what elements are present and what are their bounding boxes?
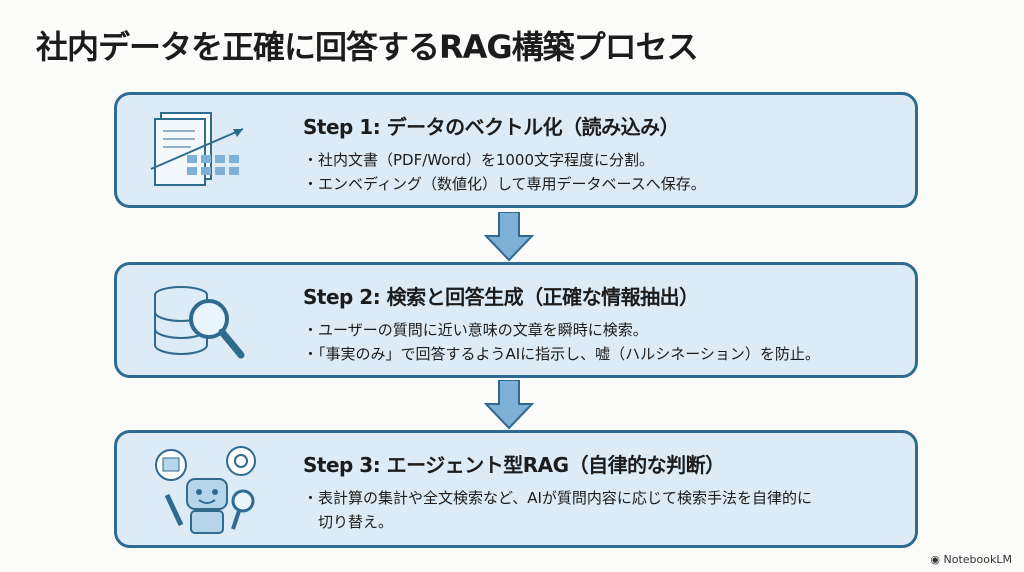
bullet: ・ユーザーの質問に近い意味の文章を瞬時に検索。: [303, 321, 648, 339]
robot-agent-icon: [155, 446, 256, 534]
notebooklm-logo-icon: ◉: [930, 553, 944, 566]
notebooklm-brand: ◉ NotebookLM: [930, 553, 1012, 566]
step-2-card: Step 2: 検索と回答生成（正確な情報抽出） ・ユーザーの質問に近い意味の文…: [114, 262, 918, 378]
page-title: 社内データを正確に回答するRAG構築プロセス: [36, 28, 699, 66]
step-3-card: Step 3: エージェント型RAG（自律的な判断） ・表計算の集計や全文検索な…: [114, 430, 918, 548]
step-heading: Step 1: データのベクトル化（読み込み）: [303, 115, 680, 139]
step-heading: Step 2: 検索と回答生成（正確な情報抽出）: [303, 285, 699, 309]
down-arrow-icon: [484, 380, 534, 430]
bullet: ・社内文書（PDF/Word）を1000文字程度に分割。: [303, 151, 655, 169]
bullet: ・「事実のみ」で回答するようAIに指示し、嘘（ハルシネーション）を防止。: [303, 345, 820, 363]
bullet: 切り替え。: [303, 513, 394, 531]
bullet: ・表計算の集計や全文検索など、AIが質問内容に応じて検索手法を自律的に: [303, 489, 812, 507]
bullet: ・エンベディング（数値化）して専用データベースへ保存。: [303, 175, 706, 193]
down-arrow-icon: [484, 212, 534, 262]
brand-label: NotebookLM: [943, 553, 1012, 566]
document-vector-icon: [150, 112, 244, 186]
step-heading: Step 3: エージェント型RAG（自律的な判断）: [303, 453, 725, 477]
database-search-icon: [154, 286, 245, 359]
step-1-card: Step 1: データのベクトル化（読み込み） ・社内文書（PDF/Word）を…: [114, 92, 918, 208]
